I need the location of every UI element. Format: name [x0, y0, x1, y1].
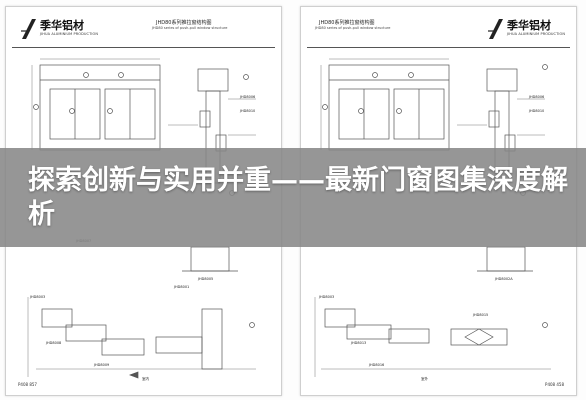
part-label: JHD8001: [174, 285, 190, 289]
part-label: JHD8003: [30, 295, 46, 299]
section-label: 室内: [142, 377, 149, 381]
brand-logo: 季华铝材 JIHUA ALUMINIUM PRODUCTION: [20, 17, 98, 45]
brand-name: 季华铝材: [507, 19, 551, 32]
brand-name: 季华铝材: [40, 19, 84, 32]
part-label: JHD8002A: [495, 277, 513, 281]
drawing-subtitle: JHD80 series of push-pull window structu…: [315, 26, 391, 30]
part-label: JHD8005: [198, 277, 214, 281]
page-header: JHD80系列推拉窗结构图 JHD80 series of push-pull …: [301, 15, 576, 48]
page-number: P408 857: [18, 382, 37, 387]
technical-drawing-left: [27, 58, 256, 379]
part-label: JHD8006: [529, 95, 545, 99]
part-label: JHD8009: [94, 363, 110, 367]
part-label: JHD8010: [240, 109, 256, 113]
title-banner: [0, 148, 586, 247]
brand-subtitle: JIHUA ALUMINIUM PRODUCTION: [507, 32, 566, 36]
header-rule: [12, 47, 275, 48]
drawing-title: JHD80系列推拉窗结构图: [319, 20, 375, 26]
part-label: JHD8015: [473, 313, 489, 317]
drawing-title: JHD80系列推拉窗结构图: [156, 20, 212, 26]
brand-logo-icon: [488, 19, 503, 39]
banner-title: 探索创新与实用并重——最新门窗图集深度解析: [28, 165, 568, 230]
brand-logo-icon: [21, 19, 36, 39]
section-label: 室外: [421, 377, 428, 381]
part-label: JHD8016: [369, 363, 385, 367]
drawing-subtitle: JHD80 series of push-pull window structu…: [152, 26, 228, 30]
part-label: JHD8010: [529, 109, 545, 113]
part-label: JHD8006: [240, 95, 256, 99]
page-number: P408 458: [545, 382, 564, 387]
brand-logo: 季华铝材 JIHUA ALUMINIUM PRODUCTION: [487, 17, 565, 45]
page-header: 季华铝材 JIHUA ALUMINIUM PRODUCTION JHD80系列推…: [6, 15, 281, 48]
part-label: JHD8008: [46, 341, 62, 345]
part-label: JHD8003: [319, 295, 335, 299]
header-rule: [307, 47, 570, 48]
brand-subtitle: JIHUA ALUMINIUM PRODUCTION: [40, 32, 99, 36]
part-label: JHD8013: [351, 341, 367, 345]
